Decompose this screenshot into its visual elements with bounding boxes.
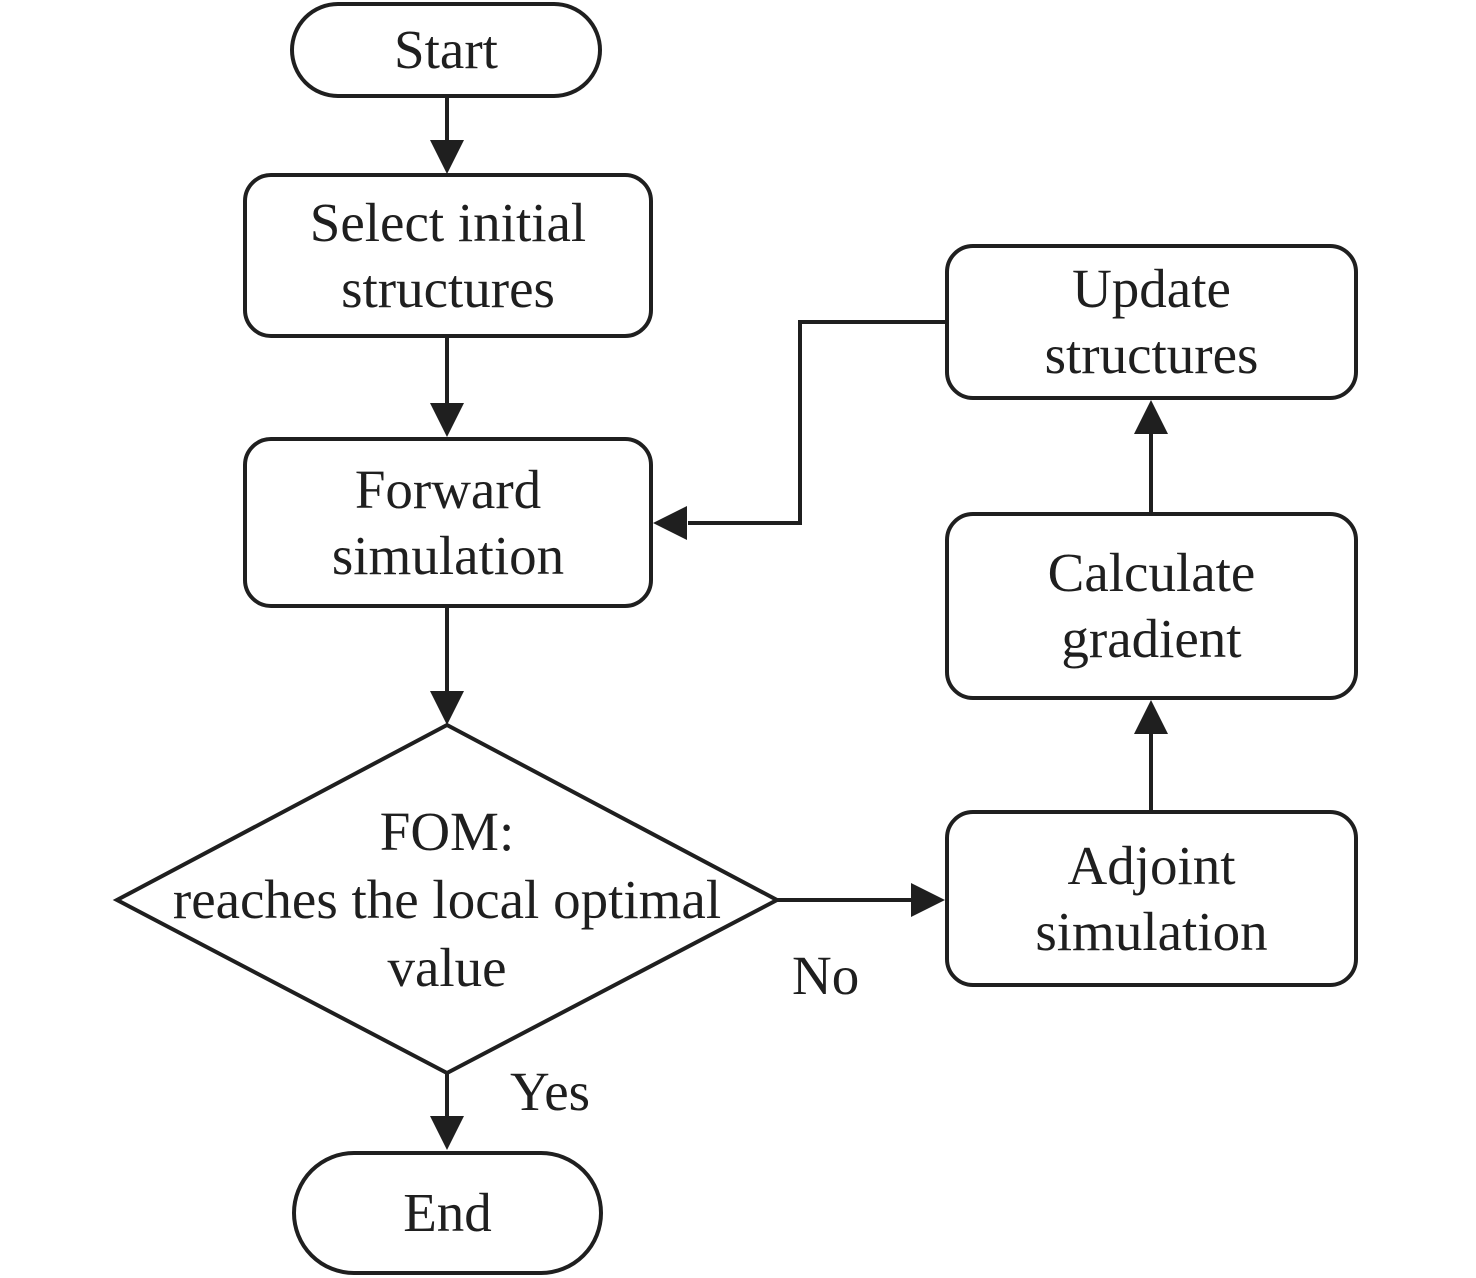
node-label-line: structures	[1044, 324, 1259, 385]
edge-start-to-select	[430, 98, 464, 174]
arrowhead-up-icon	[1134, 400, 1168, 434]
edge-update-to-forward	[653, 320, 945, 540]
node-start: Start	[290, 2, 602, 98]
edge-polyline	[688, 320, 945, 525]
node-label-line: FOM:	[379, 801, 515, 862]
node-label-line: simulation	[331, 524, 565, 586]
node-select-initial-structures: Select initial structures	[243, 173, 653, 338]
node-label-line: structures	[341, 257, 555, 319]
node-fom-decision-label: FOM: reaches the local optimal value	[117, 798, 777, 1002]
node-label-line: Adjoint	[1067, 834, 1236, 896]
arrowhead-down-icon	[430, 1116, 464, 1150]
node-calculate-gradient: Calculate gradient	[945, 512, 1358, 700]
node-label-line: simulation	[1035, 900, 1268, 962]
arrowhead-down-icon	[430, 403, 464, 437]
edge-label-yes: Yes	[510, 1061, 591, 1122]
node-label-line: value	[387, 937, 507, 998]
node-label-line: reaches the local optimal	[172, 869, 722, 930]
edge-adjoint-to-calculate	[1134, 700, 1168, 810]
edge-select-to-forward	[430, 338, 464, 437]
edge-decision-to-end	[430, 1073, 464, 1150]
arrowhead-right-icon	[911, 883, 945, 917]
edge-decision-to-adjoint	[777, 883, 945, 917]
arrowhead-left-icon	[653, 506, 687, 540]
node-update-structures: Update structures	[945, 244, 1358, 400]
arrowhead-down-icon	[430, 691, 464, 725]
node-label-line: gradient	[1061, 608, 1242, 669]
node-end: End	[292, 1151, 603, 1275]
node-label-line: Calculate	[1047, 542, 1256, 603]
node-adjoint-simulation: Adjoint simulation	[945, 810, 1358, 987]
node-end-label: End	[403, 1182, 492, 1243]
node-label-line: Update	[1072, 258, 1231, 319]
node-start-label: Start	[394, 19, 498, 80]
arrowhead-down-icon	[430, 140, 464, 174]
node-label-line: Select initial	[309, 191, 587, 253]
edge-forward-to-decision	[430, 608, 464, 725]
node-forward-simulation: Forward simulation	[243, 437, 653, 608]
arrowhead-up-icon	[1134, 700, 1168, 734]
edge-label-no: No	[792, 945, 860, 1006]
node-label-line: Forward	[354, 458, 542, 520]
edge-calculate-to-update	[1134, 400, 1168, 512]
